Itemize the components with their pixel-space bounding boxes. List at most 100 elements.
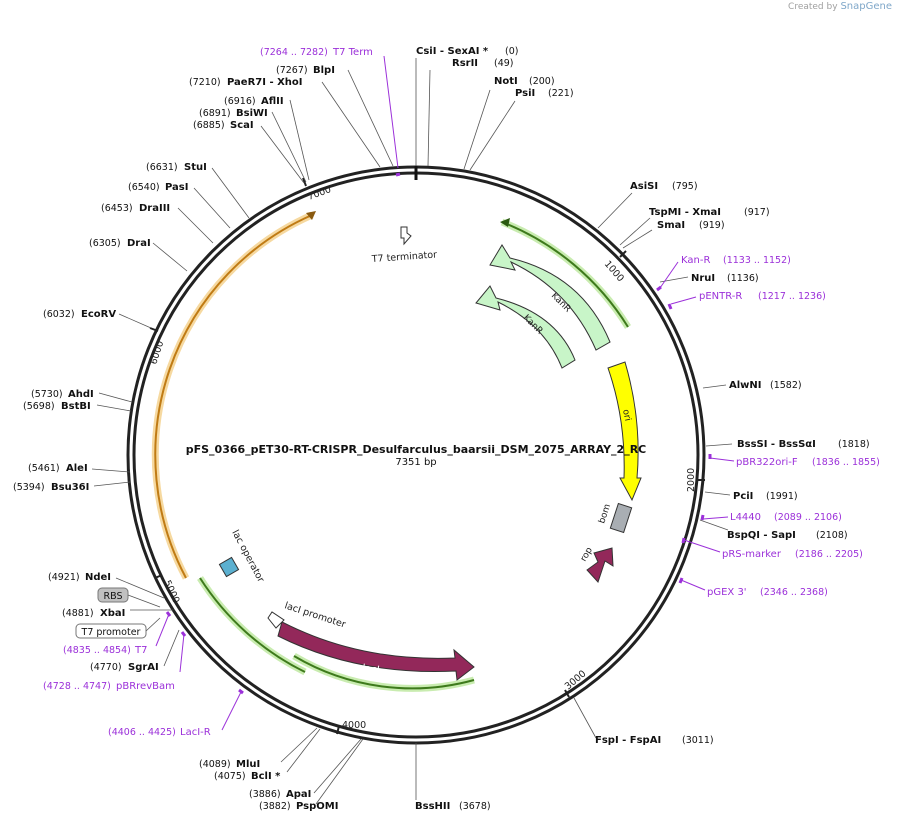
svg-text:(919): (919) (699, 220, 725, 231)
svg-text:(4835 .. 4854): (4835 .. 4854) (63, 645, 131, 656)
site-label: BstBI(5698) (23, 401, 91, 412)
green-feature-arc-top-line (501, 221, 629, 328)
svg-text:(6032): (6032) (43, 309, 75, 320)
svg-text:(6453): (6453) (101, 203, 133, 214)
svg-text:PaeR7I - XhoI: PaeR7I - XhoI (227, 77, 303, 88)
site-label: AhdI(5730) (31, 389, 94, 400)
svg-text:(1836 .. 1855): (1836 .. 1855) (812, 457, 880, 468)
primer-label: L4440(2089 .. 2106) (730, 512, 842, 523)
laci-promoter-feature: lacI promoter (267, 600, 347, 631)
primer-label: LacI-R(4406 .. 4425) (108, 727, 211, 738)
svg-text:pRS-marker: pRS-marker (722, 549, 782, 560)
svg-text:T7 terminator: T7 terminator (370, 249, 437, 265)
svg-text:(2186 .. 2205): (2186 .. 2205) (795, 549, 863, 560)
svg-text:(4881): (4881) (62, 608, 94, 619)
svg-text:(1818): (1818) (838, 439, 870, 450)
svg-text:XbaI: XbaI (100, 608, 125, 619)
site-label: AleI (5461) (28, 463, 88, 474)
site-label: BclI *(4075) (214, 771, 281, 782)
svg-text:NruI: NruI (691, 273, 715, 284)
svg-text:EcoRV: EcoRV (81, 309, 116, 320)
svg-text:(6631): (6631) (146, 162, 178, 173)
site-label: NotI(200) (494, 76, 555, 87)
svg-text:(4770): (4770) (90, 662, 122, 673)
primer-labels: T7 Term (7264 .. 7282) Kan-R(1133 .. 1152… (43, 47, 880, 738)
green-feature-arc-bottom-line (199, 577, 306, 673)
svg-text:(3678): (3678) (459, 801, 491, 812)
svg-text:(7264 .. 7282): (7264 .. 7282) (260, 47, 328, 58)
t7-promoter-box: T7 promoter (75, 594, 161, 639)
rop-feature: rop (579, 546, 614, 583)
svg-text:rop: rop (579, 546, 595, 564)
svg-text:DraIII: DraIII (139, 203, 170, 214)
svg-text:(6305): (6305) (89, 238, 121, 249)
site-label: PasI(6540) (128, 182, 188, 193)
orange-feature-arc-line (154, 214, 313, 579)
svg-text:2000: 2000 (686, 468, 697, 492)
svg-text:RBS: RBS (104, 591, 123, 602)
primer-label: Kan-R(1133 .. 1152) (681, 255, 791, 266)
site-label: MluI(4089) (199, 759, 260, 770)
site-labels: CsiI - SexAI *(0) RsrII(49) NotI(200) Ps… (13, 46, 870, 812)
svg-text:BssSI - BssSαI: BssSI - BssSαI (737, 439, 816, 450)
svg-text:PciI: PciI (733, 491, 753, 502)
svg-text:(1136): (1136) (727, 273, 759, 284)
svg-text:AhdI: AhdI (68, 389, 94, 400)
svg-text:T7 Term: T7 Term (332, 47, 373, 58)
site-label: StuI(6631) (146, 162, 207, 173)
svg-text:L4440: L4440 (730, 512, 761, 523)
svg-text:AsiSI: AsiSI (630, 181, 658, 192)
svg-text:BlpI: BlpI (313, 65, 335, 76)
svg-text:lacI promoter: lacI promoter (283, 600, 347, 630)
svg-text:ori: ori (620, 409, 632, 423)
site-label: XbaI (4881) (62, 608, 125, 619)
orange-arrowhead (306, 211, 316, 220)
svg-text:(5461): (5461) (28, 463, 60, 474)
primer-label: pRS-marker (2186 .. 2205) (722, 549, 863, 560)
svg-text:AleI: AleI (66, 463, 88, 474)
site-label: PaeR7I - XhoI(7210) (189, 77, 303, 88)
site-label: ScaI(6885) (193, 120, 254, 131)
primer-markers (155, 55, 735, 731)
svg-text:(4075): (4075) (214, 771, 246, 782)
green-feature-arc-bottom2-line (293, 655, 475, 690)
plasmid-title-group: pFS_0366_pET30-RT-CRISPR_Desulfarculus_b… (186, 443, 647, 468)
svg-text:T7 promoter: T7 promoter (81, 627, 141, 638)
svg-text:pBR322ori-F: pBR322ori-F (736, 457, 798, 468)
svg-text:(5698): (5698) (23, 401, 55, 412)
svg-text:TspMI - XmaI: TspMI - XmaI (649, 207, 721, 218)
site-label: BspQI - SapI(2108) (727, 530, 848, 541)
svg-text:(6891): (6891) (199, 108, 231, 119)
site-label: SmaI(919) (657, 220, 725, 231)
svg-text:(4406 .. 4425): (4406 .. 4425) (108, 727, 176, 738)
svg-text:(917): (917) (744, 207, 770, 218)
svg-text:NdeI: NdeI (85, 572, 111, 583)
site-label: AsiSI(795) (630, 181, 698, 192)
svg-text:ScaI: ScaI (230, 120, 254, 131)
svg-text:(1991): (1991) (766, 491, 798, 502)
site-connectors (91, 58, 733, 805)
primer-label: pENTR-R(1217 .. 1236) (699, 291, 826, 302)
svg-text:pBRrevBam: pBRrevBam (116, 681, 175, 692)
svg-text:(7267): (7267) (276, 65, 308, 76)
svg-text:(3011): (3011) (682, 735, 714, 746)
svg-text:BsiWI: BsiWI (236, 108, 268, 119)
svg-text:4000: 4000 (342, 720, 366, 731)
site-label: TspMI - XmaI (917) (649, 207, 770, 218)
snapgene-credit: Created by SnapGene (788, 1, 892, 12)
site-label: NdeI (4921) (48, 572, 111, 583)
svg-text:BspQI - SapI: BspQI - SapI (727, 530, 796, 541)
svg-text:(3886): (3886) (249, 789, 281, 800)
svg-text:CsiI - SexAI *: CsiI - SexAI * (416, 46, 489, 57)
svg-text:(1217 .. 1236): (1217 .. 1236) (758, 291, 826, 302)
svg-text:(4921): (4921) (48, 572, 80, 583)
svg-text:RsrII: RsrII (452, 58, 478, 69)
svg-text:lacI: lacI (362, 663, 381, 676)
svg-text:(49): (49) (494, 58, 514, 69)
svg-text:(6540): (6540) (128, 182, 160, 193)
site-label: PsiI(221) (515, 88, 574, 99)
svg-text:(5394): (5394) (13, 482, 45, 493)
site-label: Bsu36I(5394) (13, 482, 89, 493)
svg-text:PsiI: PsiI (515, 88, 535, 99)
